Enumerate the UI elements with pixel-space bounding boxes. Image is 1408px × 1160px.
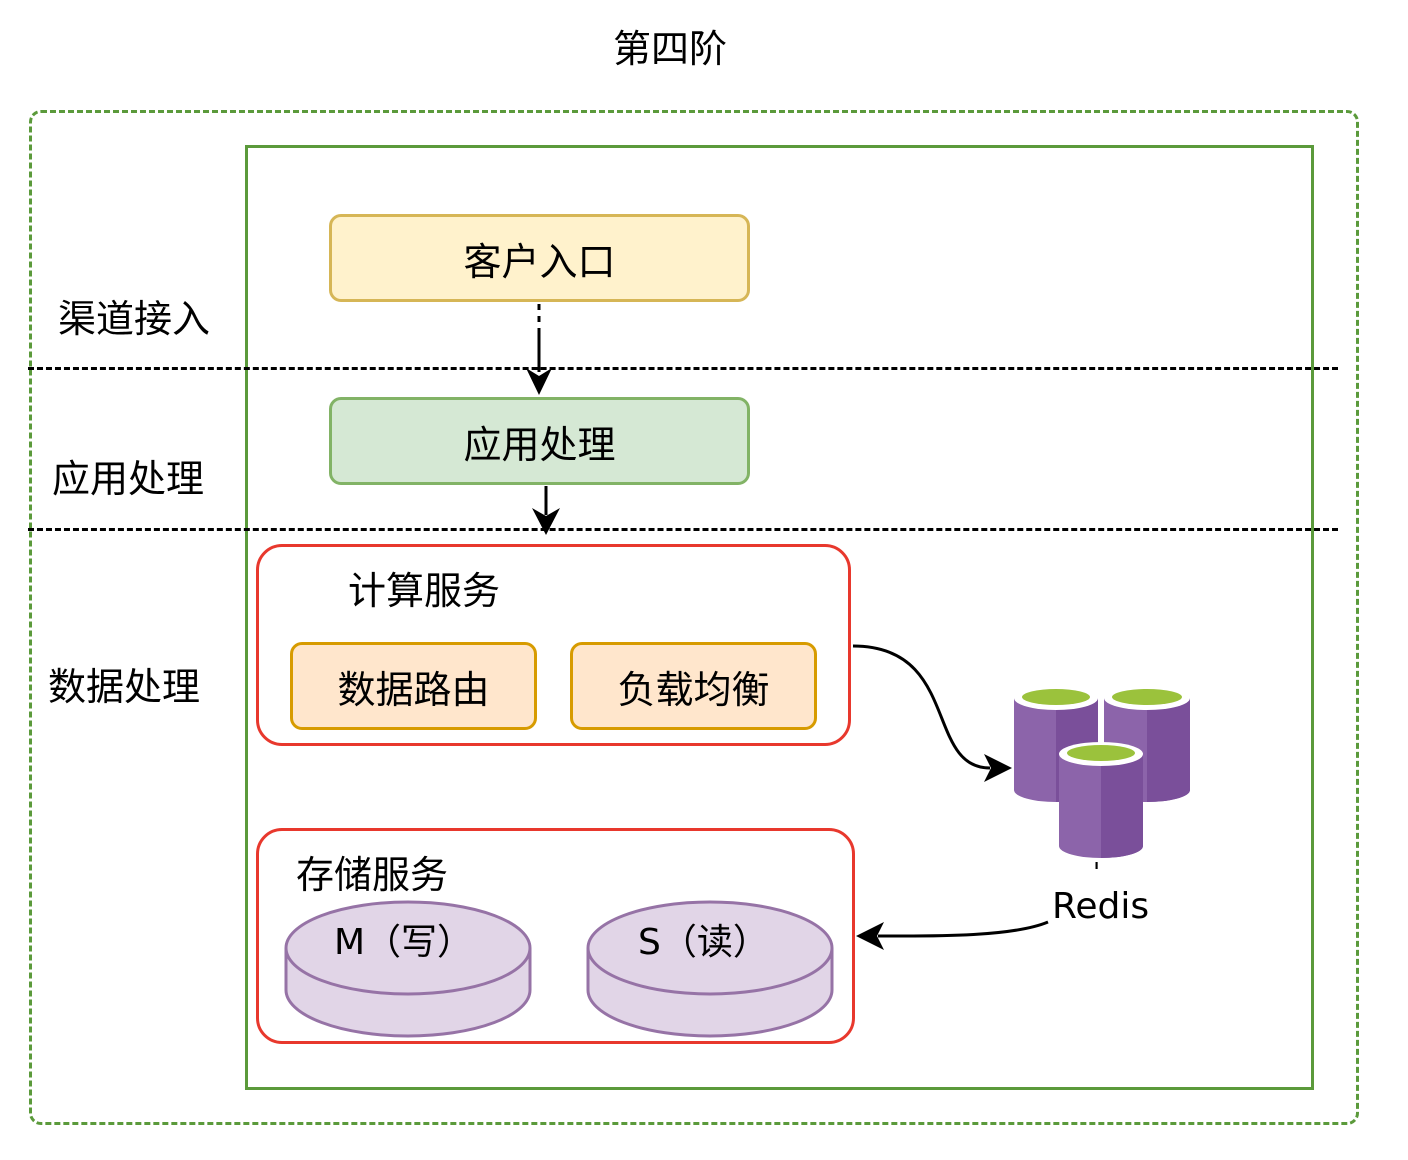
- slave-disk-label: S（读）: [638, 922, 769, 963]
- storage-service-group: [256, 828, 855, 1044]
- client-entry-label: 客户入口: [463, 239, 616, 284]
- master-disk: [284, 900, 532, 1038]
- slave-disk: [586, 900, 834, 1038]
- layer-label-data: 数据处理: [48, 665, 201, 709]
- outer-container: [29, 110, 1359, 1125]
- redis-cylinder-3: [1059, 742, 1143, 858]
- arrow-app-to-compute: [532, 486, 560, 535]
- app-processing-label: 应用处理: [463, 422, 616, 467]
- arrow-client-to-app: [526, 304, 552, 395]
- load-balancing-label: 负载均衡: [617, 667, 770, 712]
- redis-mark: ': [1093, 858, 1101, 888]
- app-processing-box: 应用处理: [329, 397, 750, 485]
- compute-service-label: 计算服务: [348, 569, 501, 613]
- layer-divider-1: [28, 367, 1338, 370]
- storage-service-label: 存储服务: [296, 853, 449, 897]
- layer-label-application: 应用处理: [52, 457, 205, 501]
- data-routing-label: 数据路由: [337, 667, 490, 712]
- load-balancing-box: 负载均衡: [570, 642, 817, 730]
- diagram-title: 第四阶: [612, 27, 727, 71]
- redis-icon: [1014, 686, 1190, 858]
- inner-container: [245, 145, 1314, 1090]
- redis-label: Redis: [1052, 886, 1150, 927]
- layer-label-channel: 渠道接入: [58, 297, 211, 341]
- arrow-compute-to-redis: [852, 644, 1012, 782]
- master-disk-label: M（写）: [334, 922, 474, 963]
- client-entry-box: 客户入口: [329, 214, 750, 302]
- layer-divider-2: [28, 528, 1338, 531]
- compute-service-group: [256, 544, 851, 746]
- data-routing-box: 数据路由: [290, 642, 537, 730]
- arrow-redis-to-storage: [856, 920, 1049, 950]
